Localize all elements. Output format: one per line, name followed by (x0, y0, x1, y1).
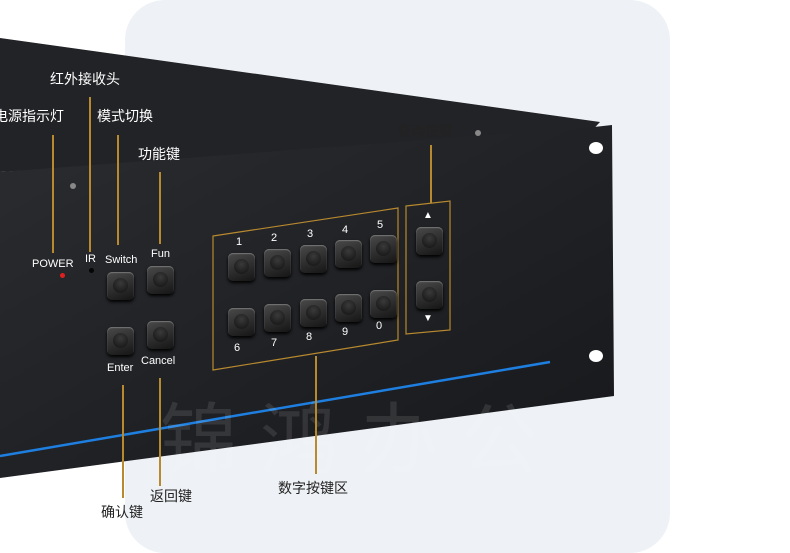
callout-line-switch (117, 135, 119, 245)
callout-line-ir (89, 97, 91, 252)
key-label: 0 (376, 320, 383, 332)
up-arrow-icon: ▲ (423, 210, 433, 221)
accent-stripe (0, 360, 551, 458)
key-label: 3 (307, 228, 314, 240)
watermark: 锦鸿办公 (160, 396, 561, 486)
ir-label: IR (85, 253, 96, 265)
key-label: 7 (271, 337, 278, 349)
callout-back-key: 返回键 (150, 489, 192, 505)
key-1-button[interactable] (228, 253, 255, 281)
callout-numeric-keypad: 数字按键区 (278, 481, 348, 497)
callout-line-keypad (315, 356, 317, 474)
key-label: 9 (342, 326, 349, 338)
callout-line-cancel (159, 378, 161, 486)
cancel-label: Cancel (141, 355, 176, 367)
fun-button[interactable] (147, 266, 174, 294)
key-label: 8 (306, 331, 313, 343)
power-led (60, 273, 65, 278)
query-up-button[interactable] (416, 227, 443, 255)
query-keys-frame (405, 200, 451, 335)
cancel-button[interactable] (147, 321, 174, 349)
key-6-button[interactable] (228, 308, 255, 336)
power-label: POWER (32, 258, 74, 270)
key-label: 4 (342, 224, 349, 236)
key-5-button[interactable] (370, 235, 397, 263)
key-label: 5 (377, 219, 384, 231)
key-3-button[interactable] (300, 245, 327, 273)
callout-line-query (430, 145, 432, 203)
callout-mode-switch: 模式切换 (97, 109, 153, 125)
key-label: 1 (236, 236, 243, 248)
key-4-button[interactable] (335, 240, 362, 268)
key-9-button[interactable] (335, 294, 362, 322)
mount-hole-bottom (589, 350, 603, 362)
numeric-keypad-frame (212, 207, 399, 371)
key-label: 2 (271, 232, 278, 244)
key-2-button[interactable] (264, 249, 291, 277)
callout-confirm-key: 确认键 (101, 505, 143, 521)
callout-line-power (52, 135, 54, 253)
key-0-button[interactable] (370, 290, 397, 318)
key-label: 6 (234, 342, 241, 354)
screw (475, 130, 481, 136)
screw (70, 183, 76, 189)
enter-button[interactable] (107, 327, 134, 355)
callout-function-key: 功能键 (138, 147, 180, 163)
callout-ir-receiver: 红外接收头 (50, 72, 120, 88)
fun-label: Fun (151, 248, 170, 260)
callout-line-enter (122, 385, 124, 498)
callout-query-keys: 查询按键 (397, 124, 453, 140)
switch-button[interactable] (107, 272, 134, 300)
callout-line-fun (159, 172, 161, 244)
down-arrow-icon: ▼ (423, 313, 433, 324)
query-down-button[interactable] (416, 281, 443, 309)
key-7-button[interactable] (264, 304, 291, 332)
callout-power-led: 电源指示灯 (0, 109, 64, 125)
key-8-button[interactable] (300, 299, 327, 327)
switch-label: Switch (105, 254, 138, 266)
ir-receiver (89, 268, 94, 273)
mount-hole-top (589, 142, 603, 154)
enter-label: Enter (107, 362, 134, 374)
